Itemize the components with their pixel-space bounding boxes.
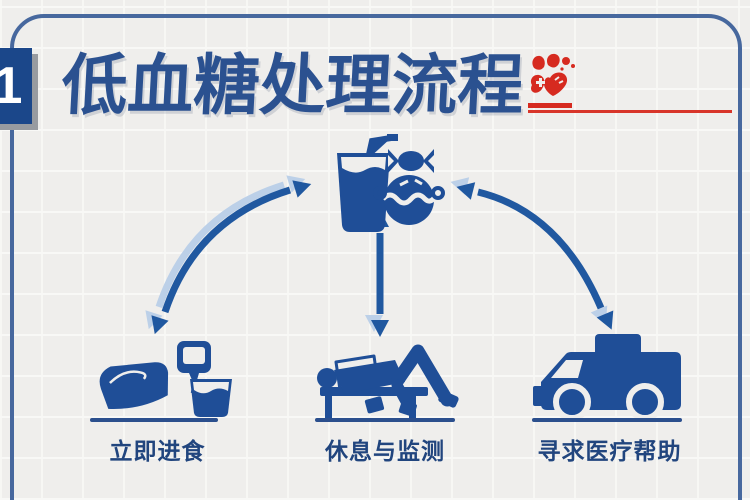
ambulance-van-icon [533, 334, 681, 421]
glucose-meter-icon [177, 341, 211, 394]
page-border-frame [10, 14, 742, 500]
bread-icon [99, 362, 169, 410]
badge-number: 1 [0, 57, 23, 115]
drink-glass-icon [190, 379, 232, 417]
item-baseline [532, 418, 682, 422]
arrow-center-to-medical [456, 182, 614, 330]
sugar-source-icons [337, 134, 445, 232]
step-label-eat: 立即进食 [109, 438, 206, 464]
arrow-main [151, 180, 614, 337]
step-label-medical: 寻求医疗帮助 [537, 438, 682, 464]
title-underline-accent [528, 103, 572, 108]
arrow-center-to-eat [151, 180, 312, 335]
red-hearts-medical-icon [530, 53, 575, 96]
step-number-badge: 1 [0, 48, 32, 124]
item-baseline [315, 418, 455, 422]
round-candy-icon [373, 175, 445, 225]
juice-glass-icon [337, 134, 398, 232]
rest-monitor-icons [317, 344, 459, 419]
medical-help-icons [533, 334, 681, 421]
resting-person-icon [317, 344, 459, 419]
step-label-rest: 休息与监测 [325, 438, 445, 464]
eat-immediately-icons [99, 341, 232, 417]
wrapped-candy-icon [388, 149, 434, 173]
item-baseline [90, 418, 218, 422]
title-underline [528, 110, 732, 113]
